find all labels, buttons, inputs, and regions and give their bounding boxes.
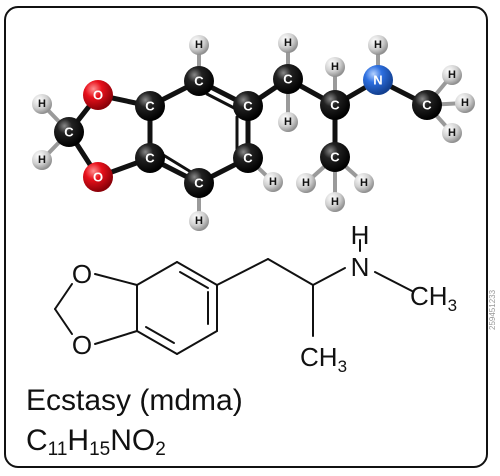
svg-text:H: H — [360, 177, 368, 189]
hydrogen-atom: H — [325, 57, 345, 77]
skeletal-bond — [94, 330, 138, 345]
svg-text:H: H — [38, 98, 46, 110]
hydrogen-atom: H — [278, 33, 298, 53]
hydrogen-bonds — [40, 41, 467, 223]
stock-id-watermark: 259451233 — [488, 289, 497, 330]
svg-text:C: C — [194, 176, 204, 191]
carbon-atom: C — [184, 66, 214, 96]
svg-text:N: N — [373, 73, 382, 88]
skeletal-bond — [136, 330, 178, 355]
skeletal-methyl-right: CH3 — [410, 281, 457, 315]
svg-text:H: H — [269, 176, 277, 188]
svg-text:C: C — [243, 151, 253, 166]
skeletal-bond — [54, 308, 73, 335]
skeletal-bond — [374, 271, 413, 292]
carbon-atom: C — [233, 91, 263, 121]
skeletal-labels: O O H N CH3 CH3 — [72, 220, 457, 376]
svg-text:H: H — [448, 69, 456, 81]
svg-text:H: H — [331, 196, 339, 208]
svg-text:H: H — [195, 215, 203, 227]
hydrogen-atom: H — [442, 65, 462, 85]
hydrogen-atom: H — [296, 173, 316, 193]
nitrogen-atom: N — [363, 65, 393, 95]
hydrogen-atom: H — [32, 150, 52, 170]
svg-text:H: H — [374, 39, 382, 51]
skeletal-formula — [54, 239, 413, 355]
svg-text:H: H — [331, 61, 339, 73]
carbon-atom: C — [320, 142, 350, 172]
skeletal-bond — [216, 258, 269, 286]
svg-text:C: C — [422, 98, 432, 113]
skeletal-amine-hydrogen: H — [351, 220, 370, 250]
svg-text:O: O — [93, 170, 103, 185]
skeletal-bond — [267, 258, 314, 286]
carbon-atom: C — [320, 90, 350, 120]
double-bond — [158, 151, 193, 174]
svg-text:C: C — [145, 151, 155, 166]
oxygen-atom: O — [83, 80, 113, 110]
hydrogen-atoms: H H H H H H H H H H H H H H H — [32, 33, 475, 231]
skeletal-methyl-bottom: CH3 — [300, 342, 347, 376]
carbon-atom: C — [135, 91, 165, 121]
skeletal-bond — [94, 273, 138, 286]
svg-text:O: O — [93, 88, 103, 103]
skeletal-bond — [176, 261, 218, 286]
skeletal-oxygen-bottom: O — [72, 330, 92, 360]
svg-text:H: H — [461, 97, 469, 109]
compound-name: Ecstasy (mdma) — [26, 384, 243, 417]
carbon-atom: C — [273, 64, 303, 94]
oxygen-atom: O — [83, 162, 113, 192]
hydrogen-atom: H — [263, 172, 283, 192]
svg-text:C: C — [330, 150, 340, 165]
svg-text:H: H — [302, 177, 310, 189]
carbon-atom: C — [233, 143, 263, 173]
skeletal-double-bond — [179, 271, 209, 289]
oxygen-atoms: O O — [83, 80, 113, 192]
svg-text:C: C — [283, 72, 293, 87]
carbon-atom: C — [135, 143, 165, 173]
svg-text:H: H — [38, 154, 46, 166]
svg-text:C: C — [194, 74, 204, 89]
hydrogen-atom: H — [189, 35, 209, 55]
molecular-formula: C11H15NO2 — [26, 424, 166, 460]
hydrogen-atom: H — [368, 35, 388, 55]
skeletal-double-bond — [145, 326, 175, 344]
carbon-atom: C — [54, 117, 84, 147]
skeletal-bond — [54, 283, 73, 310]
skeletal-bond — [136, 261, 178, 286]
skeletal-bond — [176, 330, 218, 355]
hydrogen-atom: H — [455, 93, 475, 113]
skeletal-nitrogen: N — [351, 252, 370, 282]
svg-text:C: C — [243, 99, 253, 114]
svg-text:H: H — [195, 39, 203, 51]
svg-text:C: C — [145, 99, 155, 114]
skeletal-oxygen-top: O — [72, 259, 92, 289]
hydrogen-atom: H — [325, 192, 345, 212]
carbon-atoms: C C C C C C C C C C C — [54, 64, 442, 198]
svg-text:H: H — [284, 37, 292, 49]
hydrogen-atom: H — [354, 173, 374, 193]
carbon-atom: C — [184, 168, 214, 198]
svg-text:H: H — [284, 116, 292, 128]
svg-text:H: H — [448, 127, 456, 139]
hydrogen-atom: H — [278, 112, 298, 132]
hydrogen-atom: H — [189, 211, 209, 231]
svg-text:C: C — [330, 98, 340, 113]
hydrogen-atom: H — [32, 94, 52, 114]
diagram-frame — [4, 6, 488, 468]
carbon-atom: C — [412, 90, 442, 120]
double-bond-lines — [158, 92, 242, 174]
svg-text:C: C — [64, 125, 74, 140]
skeletal-bond — [312, 267, 346, 286]
hydrogen-atom: H — [442, 123, 462, 143]
